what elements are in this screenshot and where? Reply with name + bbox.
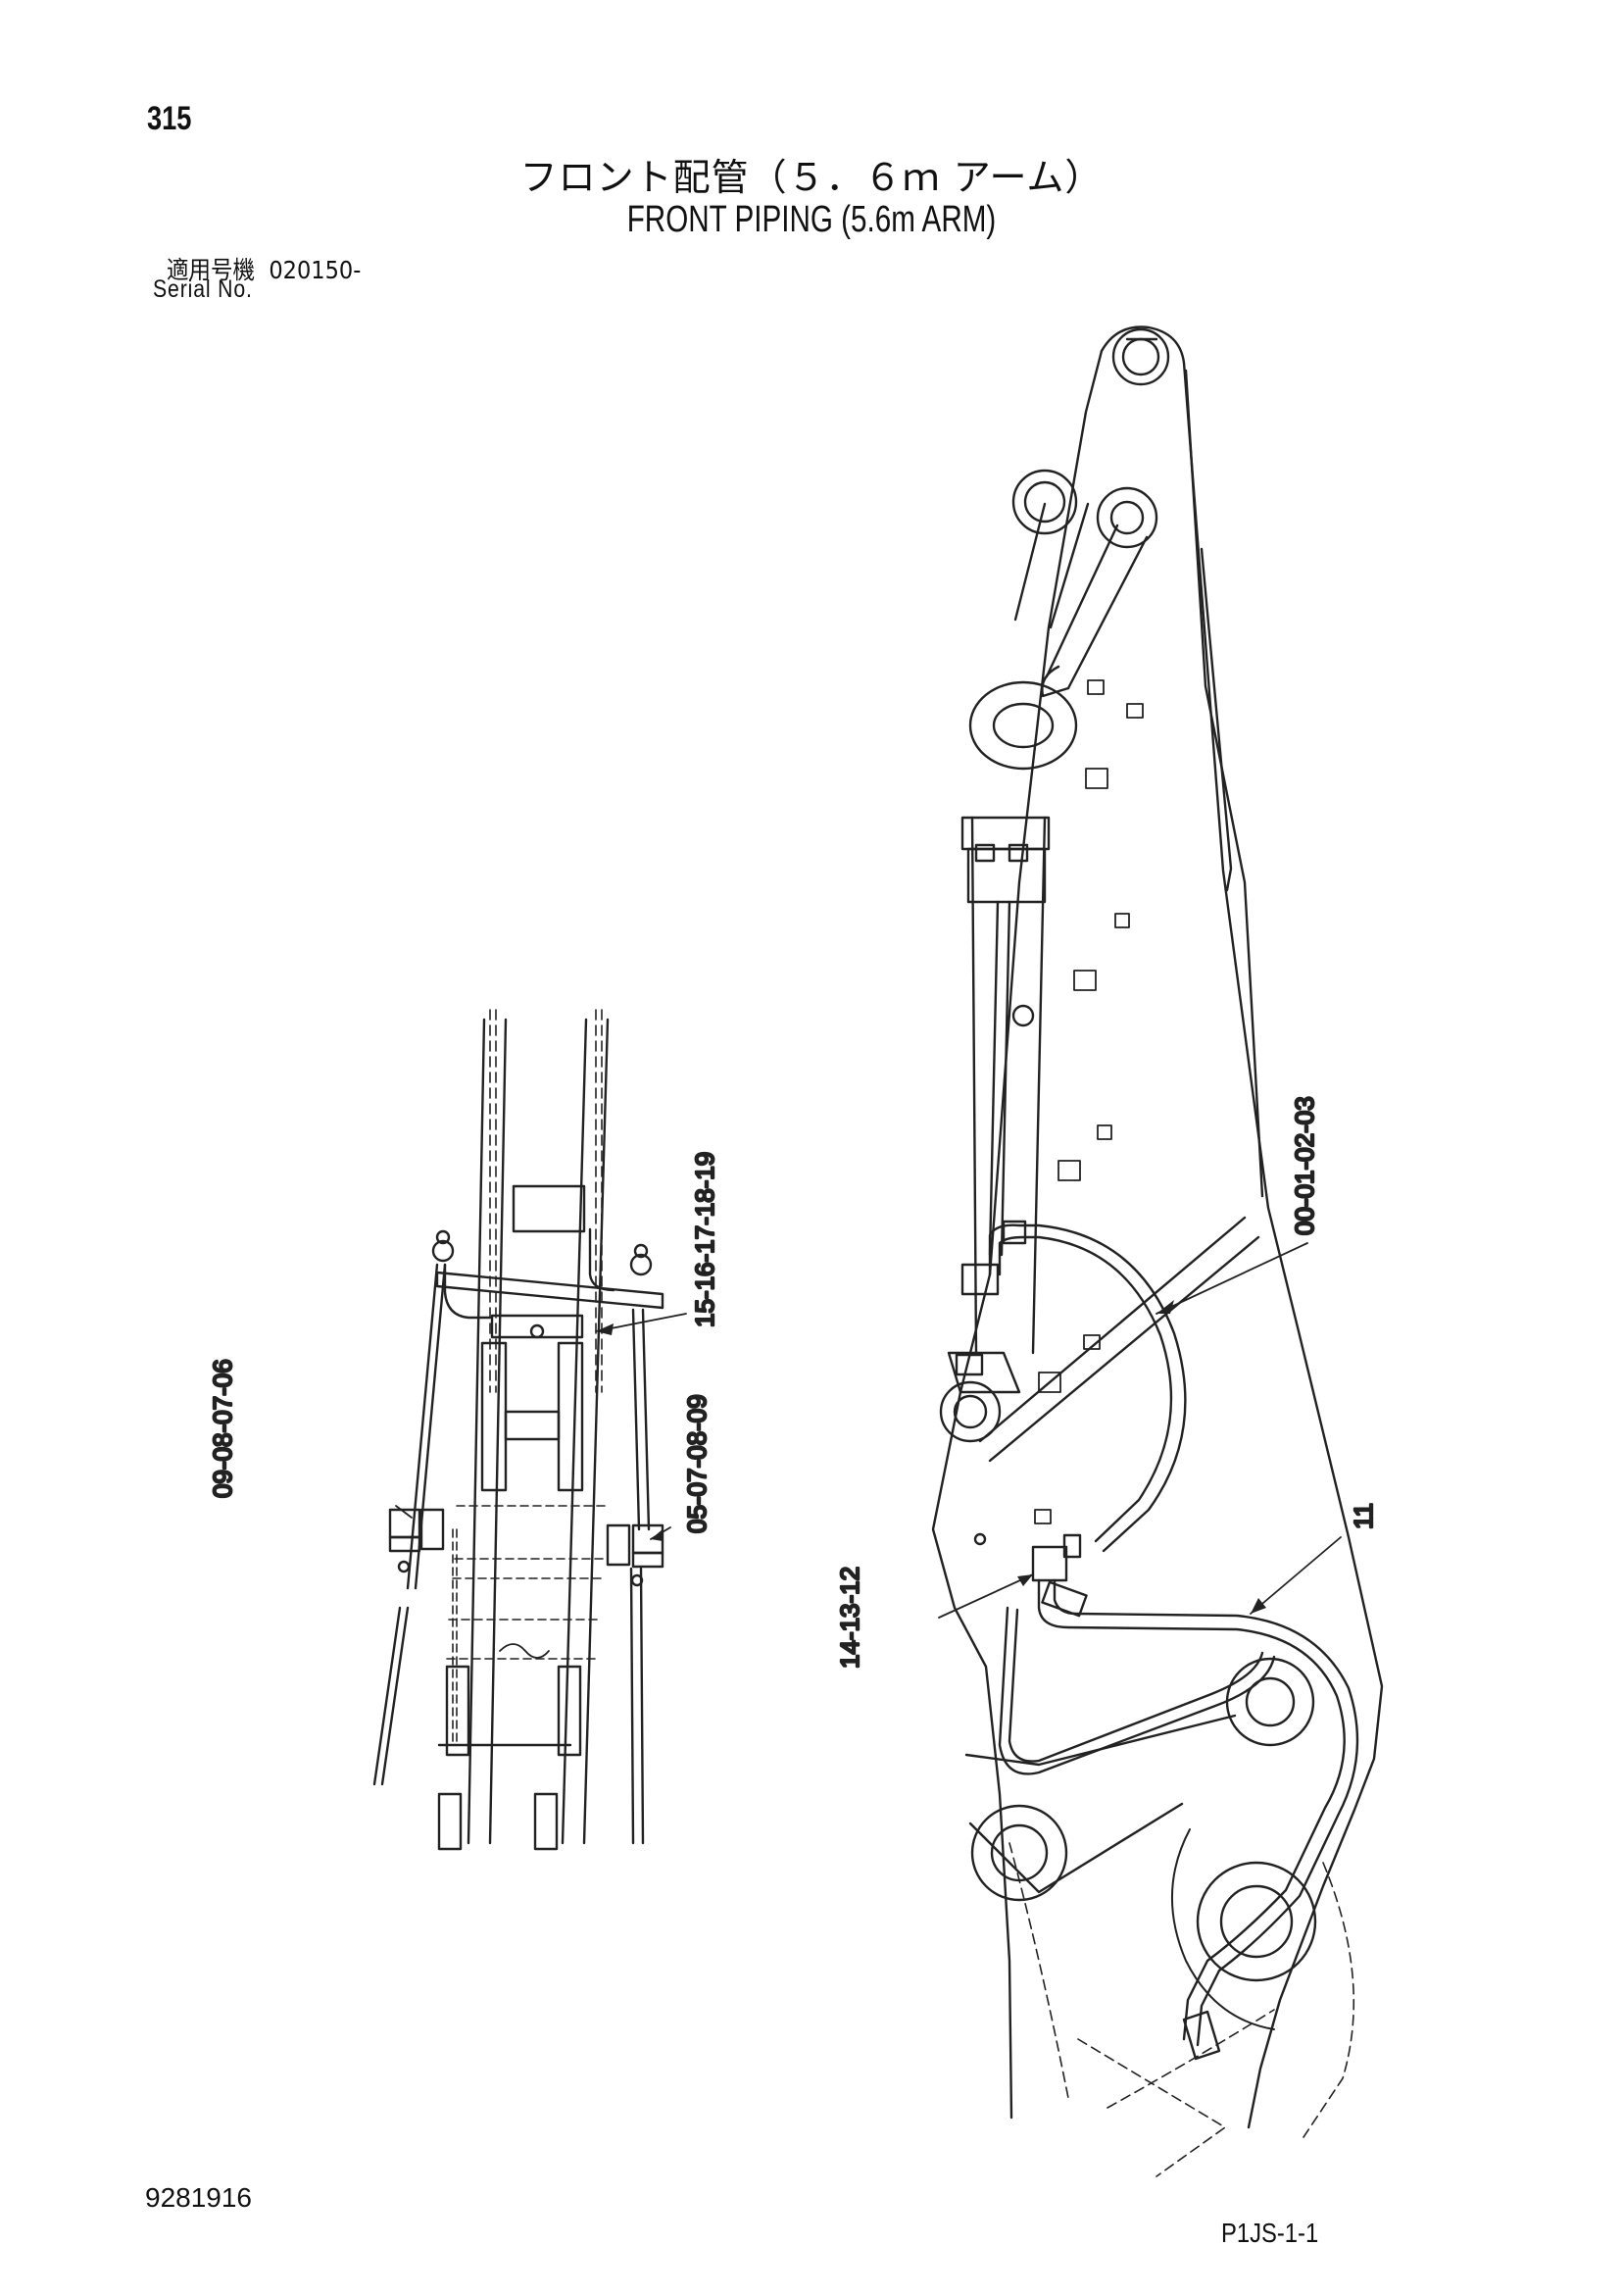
arm-assembly	[931, 325, 1384, 2177]
serial-value: 020150-	[269, 256, 362, 284]
serial-label-jp: 適用号機	[167, 256, 256, 284]
detail-view	[372, 1009, 664, 1851]
callout-05-09: 05-07-08-09	[682, 1394, 712, 1533]
callout-09-06: 09-08-07-06	[208, 1359, 237, 1498]
callout-15-19: 15-16-17-18-19	[690, 1152, 719, 1327]
page-code: P1JS-1-1	[1221, 2218, 1319, 2248]
document-number: 9281916	[145, 2182, 253, 2213]
title-japanese: フロント配管（５．６ｍ アーム）	[519, 156, 1104, 199]
serial-line: 適用号機 020150-	[167, 251, 361, 286]
title-english: FRONT PIPING (5.6m ARM)	[626, 199, 997, 240]
callout-11: 11	[1349, 1503, 1378, 1529]
callout-00-03: 00-01-02-03	[1290, 1096, 1319, 1235]
serial-label-en: Serial No.	[153, 275, 253, 303]
page-number: 315	[147, 100, 192, 137]
callout-14-12: 14-13-12	[835, 1567, 864, 1669]
leader-lines	[395, 1242, 1342, 1619]
